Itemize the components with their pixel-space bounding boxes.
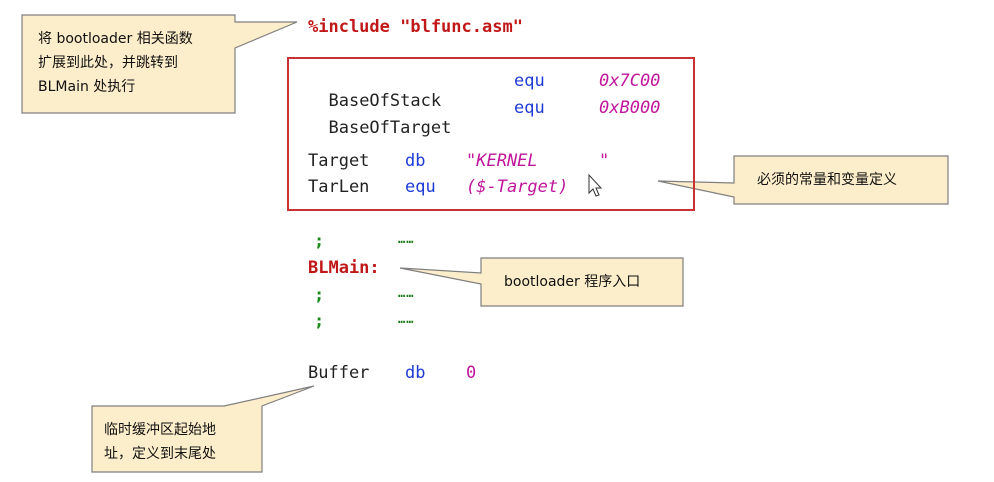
- buffer-op: db: [405, 363, 426, 383]
- constants-callout-line-1: 必须的常量和变量定义: [757, 172, 897, 188]
- buffer-callout-line-2: 址，定义到末尾处: [104, 446, 216, 462]
- const-name: BaseOfTarget: [328, 118, 452, 138]
- buffer-callout-shape: [91, 385, 315, 473]
- tarlen-value: ($-Target): [466, 177, 569, 197]
- target-value: "KERNEL ": [466, 151, 610, 171]
- constants-callout-shape: [657, 155, 949, 205]
- comment-ellipsis: ……: [398, 312, 415, 326]
- include-callout-line-1: 将 bootloader 相关函数: [38, 31, 193, 47]
- cursor-icon: [588, 173, 603, 197]
- const-op: equ: [514, 71, 545, 91]
- target-name: Target: [308, 151, 370, 171]
- blmain-callout: bootloader 程序入口: [504, 270, 640, 294]
- include-callout: 将 bootloader 相关函数 扩展到此处，并跳转到 BLMain 处执行: [38, 27, 193, 99]
- comment-ellipsis: ……: [398, 232, 415, 246]
- blmain-callout-line-1: bootloader 程序入口: [504, 274, 641, 290]
- blmain-callout-shape: [399, 257, 684, 307]
- constants-callout: 必须的常量和变量定义: [757, 168, 897, 192]
- buffer-name: Buffer: [308, 363, 370, 383]
- include-callout-shape: [21, 14, 298, 114]
- tarlen-op: equ: [405, 177, 436, 197]
- blmain-label: BLMain:: [308, 258, 380, 278]
- include-callout-line-3: BLMain 处执行: [38, 79, 136, 95]
- const-value: 0xB000: [599, 98, 661, 118]
- include-directive: %include "blfunc.asm": [308, 17, 523, 37]
- include-callout-line-2: 扩展到此处，并跳转到: [38, 55, 178, 71]
- buffer-value: 0: [466, 363, 477, 383]
- comment-semicolon: ;: [314, 231, 325, 251]
- buffer-callout-line-1: 临时缓冲区起始地: [104, 422, 216, 438]
- constants-box: [287, 57, 695, 211]
- const-base-of-target: BaseOfTarget: [308, 98, 451, 138]
- buffer-callout: 临时缓冲区起始地 址，定义到末尾处: [104, 418, 216, 466]
- comment-ellipsis: ……: [398, 286, 415, 300]
- target-op: db: [405, 151, 426, 171]
- const-base-of-stack: BaseOfStack: [308, 71, 441, 111]
- const-op: equ: [514, 98, 545, 118]
- comment-semicolon: ;: [314, 311, 325, 331]
- comment-semicolon: ;: [314, 285, 325, 305]
- tarlen-name: TarLen: [308, 177, 370, 197]
- const-value: 0x7C00: [599, 71, 661, 91]
- const-name: BaseOfStack: [328, 91, 442, 111]
